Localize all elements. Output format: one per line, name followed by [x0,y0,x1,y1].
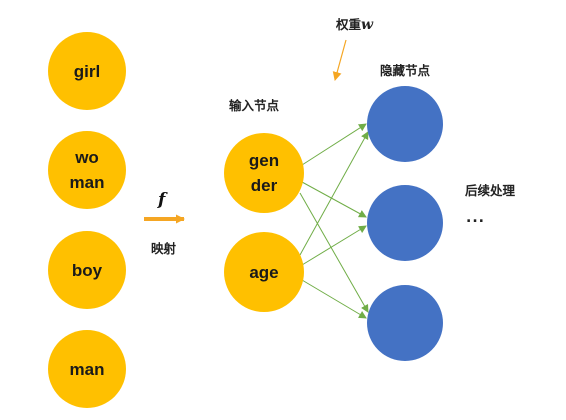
connection-age-hidden-1 [299,131,369,256]
connection-age-hidden-3 [301,279,367,319]
word-node-man: man [48,330,126,408]
weight-pointer-arrow [332,39,347,81]
word-node-boy: boy [48,231,126,309]
input-node-gender: gen der [224,133,304,213]
weight-label-symbol: w [361,17,374,33]
weight-label: 权重w [336,14,373,33]
word-node-girl: girl [48,32,126,110]
input-node-age-label: age [249,262,279,282]
input-node-gender-label: gen der [248,151,280,195]
word-node-man-label: man [69,359,105,379]
post-processing-label: 后续处理 [465,183,516,198]
input-nodes-label: 输入节点 [229,98,280,113]
mapping-symbol: f [158,190,166,210]
ellipsis: ... [466,210,485,226]
connection-gender-hidden-1 [301,123,367,166]
word-node-woman: wo man [48,131,126,209]
word-node-boy-label: boy [71,260,103,280]
input-node-age: age [224,232,304,312]
hidden-node-1 [367,86,443,162]
connection-age-hidden-2 [301,225,367,266]
connection-gender-hidden-2 [301,181,367,218]
hidden-nodes-label: 隐藏节点 [380,63,431,78]
connection-gender-hidden-3 [299,192,369,313]
word-node-woman-label: wo man [69,148,105,192]
hidden-node-3 [367,285,443,361]
word-node-girl-label: girl [73,61,101,81]
mapping-label: 映射 [151,241,177,256]
weight-label-prefix: 权重 [336,17,362,32]
hidden-node-2 [367,185,443,261]
